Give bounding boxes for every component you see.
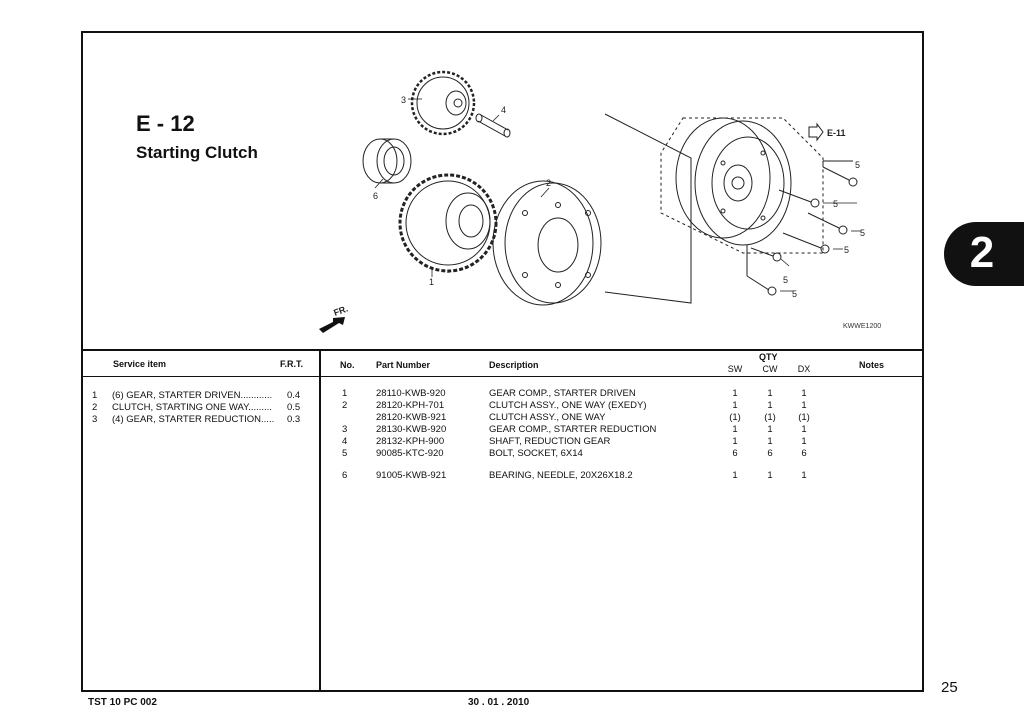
chapter-tab: 2	[944, 222, 1024, 286]
row-no: 4	[342, 436, 348, 447]
callout-5e: 5	[783, 275, 788, 285]
row-cw: 1	[767, 470, 773, 481]
exploded-parts-diagram: 3 4 6 1 2 5 5 5 5 5 5 E-11 FR.	[319, 70, 865, 333]
row-sw: 1	[732, 424, 738, 435]
description-header: Description	[489, 360, 539, 370]
reference-arrow-icon	[808, 122, 824, 142]
cw-header: CW	[762, 364, 778, 374]
row-sw: 6	[732, 448, 738, 459]
callout-5c: 5	[860, 228, 865, 238]
row-description: CLUTCH ASSY., ONE WAY (EXEDY)	[489, 400, 647, 411]
illustration-code: KWWE1200	[843, 323, 882, 330]
callout-5b: 5	[833, 199, 838, 209]
row-no: 1	[342, 388, 348, 399]
row-part-number: 91005-KWB-921	[376, 470, 447, 481]
callout-3: 3	[401, 95, 406, 105]
chapter-number: 2	[969, 228, 995, 277]
table-divider	[319, 349, 321, 690]
row-sw: (1)	[729, 412, 741, 423]
flywheel-drawing	[604, 113, 824, 304]
row-description: GEAR COMP., STARTER DRIVEN	[489, 388, 636, 399]
dx-header: DX	[797, 364, 811, 374]
row-dx: 1	[801, 436, 807, 447]
service-row-item: (6) GEAR, STARTER DRIVEN............	[112, 390, 273, 401]
notes-header: Notes	[859, 360, 885, 370]
callout-5d: 5	[844, 245, 849, 255]
frt-header: F.R.T.	[280, 359, 304, 369]
service-row-no: 3	[92, 414, 98, 425]
row-dx: 1	[801, 424, 807, 435]
reference-label: E-11	[827, 128, 846, 138]
row-cw: 1	[767, 424, 773, 435]
row-no: 5	[342, 448, 348, 459]
callout-5a: 5	[855, 160, 860, 170]
row-part-number: 28132-KPH-900	[376, 436, 445, 447]
row-no: 2	[342, 400, 348, 411]
section-code: E - 12	[136, 111, 195, 136]
no-header: No.	[340, 360, 355, 370]
driven-gear-drawing	[398, 173, 498, 273]
row-part-number: 28110-KWB-920	[376, 388, 446, 399]
row-cw: 1	[767, 400, 773, 411]
row-sw: 1	[732, 388, 738, 399]
one-way-clutch-drawing	[492, 180, 602, 306]
row-description: SHAFT, REDUCTION GEAR	[489, 436, 611, 447]
callout-6: 6	[373, 191, 378, 201]
row-no: 6	[342, 470, 348, 481]
row-part-number: 28130-KWB-920	[376, 424, 447, 435]
callout-4: 4	[501, 105, 506, 115]
service-row-item: (4) GEAR, STARTER REDUCTION.....	[112, 414, 275, 425]
row-description: BEARING, NEEDLE, 20X26X18.2	[489, 470, 633, 481]
section-title: Starting Clutch	[136, 143, 258, 162]
service-row-no: 2	[92, 402, 98, 413]
sw-header: SW	[727, 364, 743, 374]
row-cw: 6	[767, 448, 773, 459]
table-header-rule	[83, 376, 922, 377]
service-row-frt: 0.3	[287, 414, 301, 425]
row-sw: 1	[732, 436, 738, 447]
leader-lines	[374, 98, 861, 292]
service-row-no: 1	[92, 390, 98, 401]
reduction-gear-drawing	[410, 70, 476, 136]
page-frame: E - 12 Starting Clutch	[81, 31, 924, 692]
page-number: 25	[941, 679, 958, 696]
part-number-header: Part Number	[376, 360, 431, 370]
callout-5f: 5	[792, 289, 797, 299]
service-row-frt: 0.4	[287, 390, 301, 401]
row-sw: 1	[732, 400, 738, 411]
row-cw: 1	[767, 388, 773, 399]
shaft-drawing	[475, 113, 511, 138]
row-dx: 1	[801, 388, 807, 399]
row-cw: 1	[767, 436, 773, 447]
row-dx: 6	[801, 448, 807, 459]
row-dx: 1	[801, 400, 807, 411]
service-row-item: CLUTCH, STARTING ONE WAY.........	[112, 402, 272, 413]
diagram-area: E - 12 Starting Clutch	[83, 33, 922, 351]
callout-1: 1	[429, 277, 434, 287]
front-direction-arrow-icon	[319, 317, 345, 333]
callout-2: 2	[546, 178, 551, 188]
service-row-frt: 0.5	[287, 402, 301, 413]
qty-header: QTY	[759, 352, 778, 362]
row-no: 3	[342, 424, 348, 435]
row-sw: 1	[732, 470, 738, 481]
bolts-drawing	[746, 160, 858, 296]
row-cw: (1)	[764, 412, 776, 423]
document-code: TST 10 PC 002	[88, 697, 157, 708]
part-callouts: 3 4 6 1 2 5 5 5 5 5 5 E-11 FR.	[332, 95, 865, 318]
row-part-number: 90085-KTC-920	[376, 448, 444, 459]
front-label: FR.	[332, 304, 349, 318]
row-description: BOLT, SOCKET, 6X14	[489, 448, 583, 459]
row-dx: (1)	[798, 412, 810, 423]
row-part-number: 28120-KPH-701	[376, 400, 445, 411]
row-description: CLUTCH ASSY., ONE WAY	[489, 412, 606, 423]
needle-bearing-drawing	[362, 138, 412, 184]
row-dx: 1	[801, 470, 807, 481]
row-part-number: 28120-KWB-921	[376, 412, 447, 423]
service-item-header: Service item	[113, 359, 167, 369]
document-date: 30 . 01 . 2010	[468, 697, 530, 708]
row-description: GEAR COMP., STARTER REDUCTION	[489, 424, 657, 435]
